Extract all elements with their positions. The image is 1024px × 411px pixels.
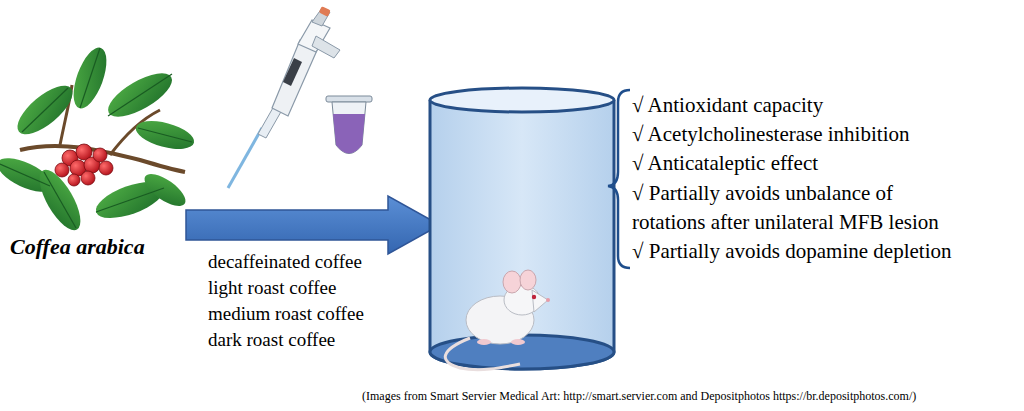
pipette <box>228 6 340 188</box>
result-item: √ Acetylcholinesterase inhibition <box>632 121 909 147</box>
treatment-label: medium roast coffee <box>208 302 364 326</box>
flow-arrow <box>186 196 440 254</box>
result-item: √ Antioxidant capacity <box>632 92 823 118</box>
species-name: Coffea arabica <box>10 233 145 261</box>
result-item: √ Anticataleptic effect <box>632 150 818 176</box>
test-cylinder <box>430 88 614 369</box>
result-item: √ Partially avoids unbalance of rotation… <box>632 179 962 238</box>
coffee-plant <box>0 43 197 235</box>
microtube <box>326 96 372 154</box>
treatment-label: decaffeinated coffee <box>208 250 362 274</box>
image-credit: (Images from Smart Servier Medical Art: … <box>362 389 916 404</box>
treatment-label: dark roast coffee <box>208 328 335 352</box>
mouse <box>445 270 550 370</box>
treatment-label: light roast coffee <box>208 276 336 300</box>
result-item: √ Partially avoids dopamine depletion <box>632 238 951 264</box>
bracket <box>608 90 630 268</box>
